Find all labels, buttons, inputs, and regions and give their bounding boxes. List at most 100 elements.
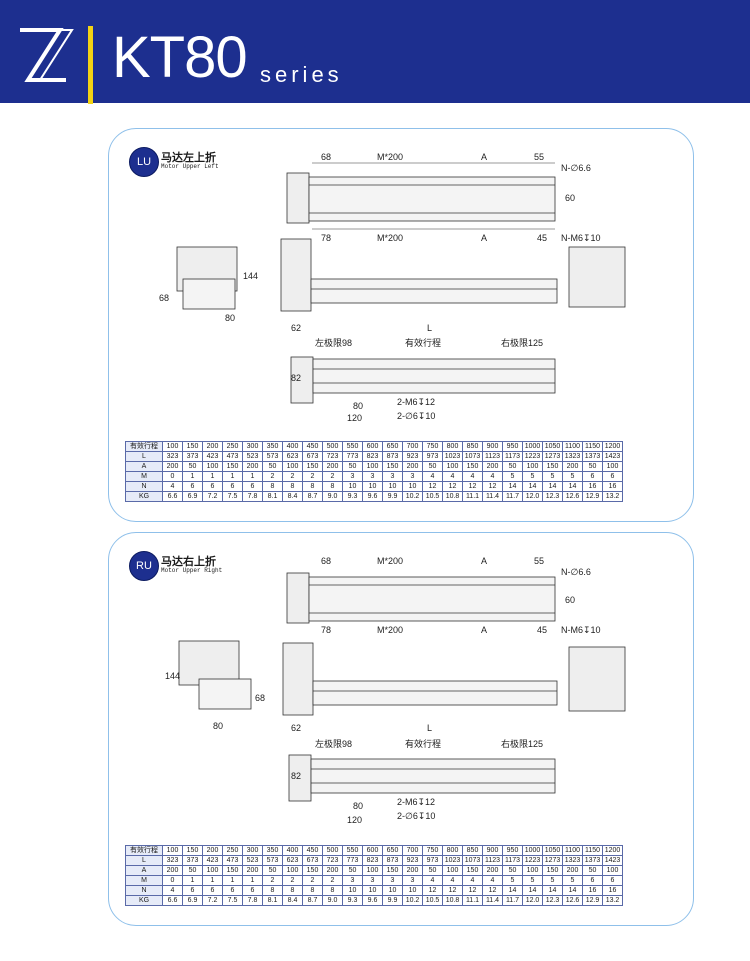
table-cell: 12.3 bbox=[542, 895, 563, 906]
series-title: KT80 bbox=[112, 25, 248, 90]
table-cell: 10 bbox=[402, 481, 423, 492]
dim-80c: 80 bbox=[353, 401, 363, 411]
table-cell: 6 bbox=[242, 481, 263, 492]
table-cell: 9.9 bbox=[382, 895, 403, 906]
table-cell: 473 bbox=[222, 855, 243, 866]
table-cell: 350 bbox=[262, 845, 283, 856]
table-cell: 12.6 bbox=[562, 895, 583, 906]
table-cell: 150 bbox=[382, 461, 403, 472]
table-cell: 14 bbox=[522, 885, 543, 896]
bottom-view: 62 L 左极限98 有效行程 右极限125 82 80 120 2-M6↧12… bbox=[288, 723, 556, 825]
dim-thread: N-M6↧10 bbox=[561, 625, 601, 635]
table-cell: 150 bbox=[462, 461, 483, 472]
bottom-view: 62 L 左极限98 有效行程 右极限125 82 80 120 2-M6↧12… bbox=[290, 323, 556, 423]
table-cell: 623 bbox=[282, 451, 303, 462]
dim-78: 78 bbox=[321, 233, 331, 243]
dim-hole: N-∅6.6 bbox=[561, 567, 591, 577]
table-cell: 423 bbox=[202, 451, 223, 462]
table-cell: 573 bbox=[262, 855, 283, 866]
dim-80c: 80 bbox=[353, 801, 363, 811]
table-cell: 6 bbox=[242, 885, 263, 896]
table-cell: 473 bbox=[222, 451, 243, 462]
table-cell: 50 bbox=[422, 865, 443, 876]
table-cell: 6 bbox=[222, 885, 243, 896]
top-view: 68 M*200 A 55 N-∅6.6 60 78 M*200 A 45 N-… bbox=[286, 152, 601, 243]
dim-80: 80 bbox=[213, 721, 223, 731]
table-cell: 1273 bbox=[542, 451, 563, 462]
table-cell: 14 bbox=[542, 481, 563, 492]
dim-left-limit: 左极限98 bbox=[315, 337, 352, 348]
dim-60: 60 bbox=[565, 595, 575, 605]
table-cell: 0 bbox=[162, 471, 183, 482]
table-cell: 0 bbox=[162, 875, 183, 886]
table-cell: 923 bbox=[402, 451, 423, 462]
table-cell: 3 bbox=[382, 875, 403, 886]
table-cell: 200 bbox=[562, 461, 583, 472]
table-cell: 7.5 bbox=[222, 491, 243, 502]
table-cell: 5 bbox=[522, 875, 543, 886]
table-cell: 150 bbox=[542, 461, 563, 472]
table-cell: 200 bbox=[202, 441, 223, 452]
table-cell: 200 bbox=[242, 461, 263, 472]
table-cell: 150 bbox=[382, 865, 403, 876]
table-cell: 10.5 bbox=[422, 895, 443, 906]
table-cell: 300 bbox=[242, 441, 263, 452]
table-cell: 523 bbox=[242, 451, 263, 462]
table-cell: 1 bbox=[202, 875, 223, 886]
table-cell: 1323 bbox=[562, 451, 583, 462]
table-cell: 10 bbox=[362, 481, 383, 492]
dim-a: A bbox=[481, 556, 487, 566]
table-cell: 250 bbox=[222, 441, 243, 452]
table-cell: 323 bbox=[162, 451, 183, 462]
table-cell: 900 bbox=[482, 441, 503, 452]
table-cell: 5 bbox=[542, 875, 563, 886]
table-cell: 1200 bbox=[602, 441, 623, 452]
table-cell: 8 bbox=[282, 885, 303, 896]
front-view bbox=[282, 642, 558, 716]
table-cell: 500 bbox=[322, 441, 343, 452]
table-cell: 500 bbox=[322, 845, 343, 856]
row-header: 有效行程 bbox=[125, 845, 163, 856]
table-cell: 1050 bbox=[542, 845, 563, 856]
table-cell: 100 bbox=[162, 441, 183, 452]
table-cell: 100 bbox=[602, 461, 623, 472]
dim-stroke: 有效行程 bbox=[405, 738, 441, 749]
table-cell: 6 bbox=[582, 875, 603, 886]
badge-name-cn: 马达右上折 bbox=[161, 556, 216, 568]
badge-code: RU bbox=[129, 551, 159, 581]
table-cell: 11.1 bbox=[462, 491, 483, 502]
table-cell: 6 bbox=[182, 885, 203, 896]
table-cell: 4 bbox=[482, 875, 503, 886]
table-cell: 6.9 bbox=[182, 895, 203, 906]
table-cell: 8 bbox=[322, 481, 343, 492]
table-cell: 150 bbox=[222, 865, 243, 876]
table-cell: 14 bbox=[522, 481, 543, 492]
table-cell: 3 bbox=[362, 875, 383, 886]
row-header: N bbox=[125, 885, 163, 896]
table-cell: 6.6 bbox=[162, 895, 183, 906]
table-cell: 1000 bbox=[522, 845, 543, 856]
row-header: L bbox=[125, 855, 163, 866]
row-header: KG bbox=[125, 491, 163, 502]
table-cell: 16 bbox=[602, 481, 623, 492]
table-cell: 723 bbox=[322, 451, 343, 462]
dim-62: 62 bbox=[291, 723, 301, 733]
badge-name-cn: 马达左上折 bbox=[161, 152, 216, 164]
table-cell: 7.8 bbox=[242, 895, 263, 906]
table-cell: 200 bbox=[402, 865, 423, 876]
table-cell: 12.6 bbox=[562, 491, 583, 502]
table-cell: 200 bbox=[402, 461, 423, 472]
table-cell: 4 bbox=[422, 875, 443, 886]
table-cell: 8 bbox=[262, 885, 283, 896]
dim-ab: A bbox=[481, 625, 487, 635]
table-cell: 873 bbox=[382, 451, 403, 462]
table-cell: 723 bbox=[322, 855, 343, 866]
table-cell: 10 bbox=[382, 481, 403, 492]
dim-m6-12: 2-M6↧12 bbox=[397, 797, 435, 807]
table-cell: 1173 bbox=[502, 451, 523, 462]
